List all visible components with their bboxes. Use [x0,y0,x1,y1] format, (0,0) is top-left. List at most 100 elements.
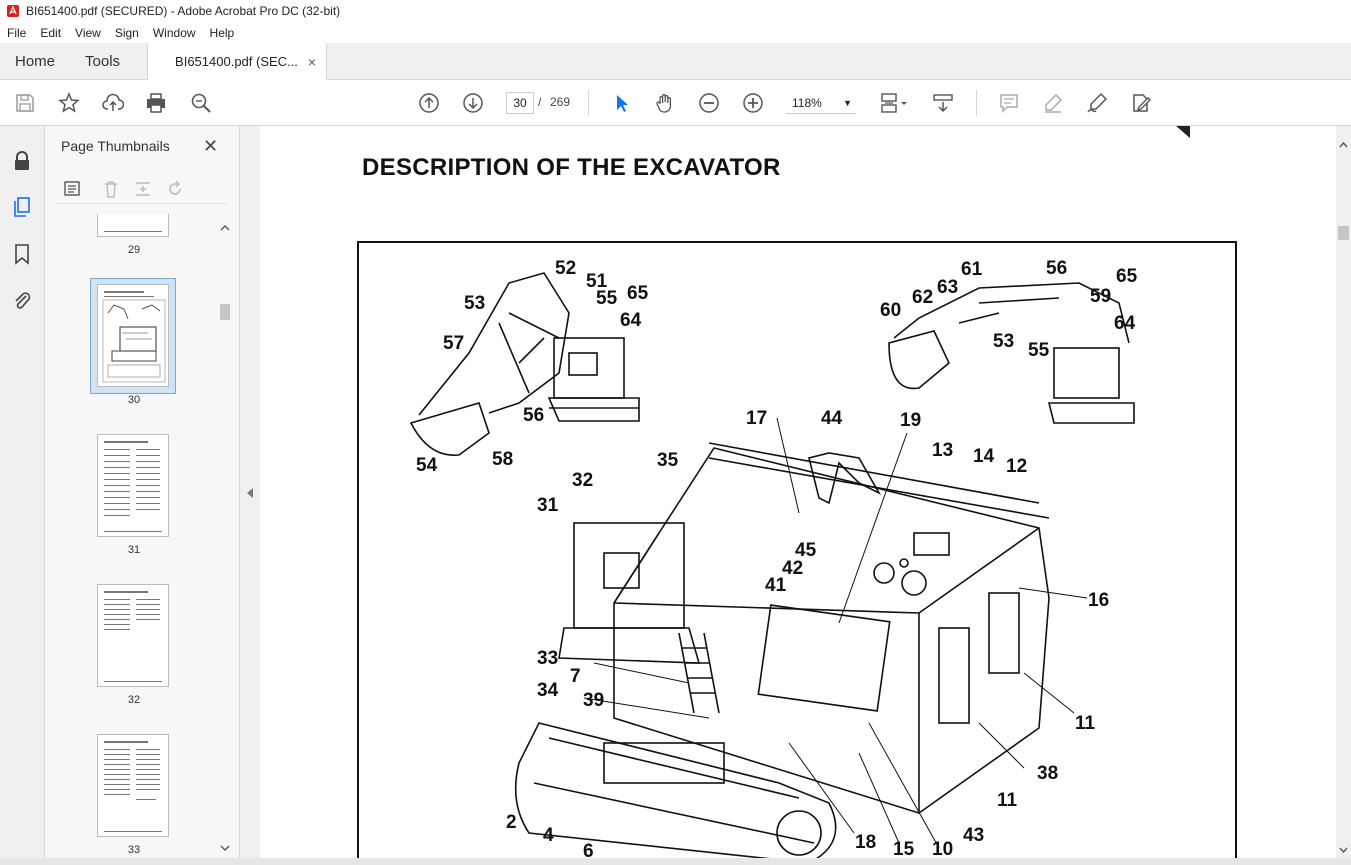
bottom-edge [0,858,1351,865]
callout-label: 4 [543,825,554,846]
sign-icon[interactable] [1084,90,1110,116]
callout-label: 59 [1090,286,1112,307]
print-icon[interactable] [143,90,169,116]
close-panel-icon[interactable]: ✕ [203,136,219,156]
select-cursor-icon[interactable] [608,90,634,116]
highlight-icon[interactable] [1040,90,1066,116]
callout-label: 6 [583,841,594,862]
scroll-mode-icon[interactable] [930,90,956,116]
callout-label: 56 [1046,258,1068,279]
callout-label: 45 [795,540,817,561]
toolbar: 30 / 269 118% ▼ [0,80,1351,126]
excavator-figure: 52 51 55 65 53 64 57 56 54 58 61 56 65 6… [357,241,1237,865]
document-scrollbar[interactable] [1336,126,1351,865]
callout-label: 11 [1075,713,1096,734]
page-layout-icon[interactable] [876,90,912,116]
left-rail [0,126,45,865]
page-up-icon[interactable] [416,90,442,116]
callout-label: 53 [993,331,1015,352]
callout-label: 55 [596,288,618,309]
callout-label: 31 [537,495,559,516]
menu-edit[interactable]: Edit [40,25,62,40]
menu-file[interactable]: File [7,25,27,40]
hand-icon[interactable] [652,90,678,116]
callout-label: 12 [1006,456,1028,477]
callout-label: 35 [657,450,679,471]
attachment-icon[interactable] [11,289,33,311]
callout-label: 64 [1114,313,1136,334]
callout-label: 14 [973,446,995,467]
chevron-down-icon: ▼ [843,97,852,108]
menu-sign[interactable]: Sign [114,25,139,40]
menu-window[interactable]: Window [152,25,196,40]
upload-icon[interactable] [100,90,126,116]
title-bar: BI651400.pdf (SECURED) - Adobe Acrobat P… [0,0,1351,22]
panel-toolbar [57,174,227,204]
tab-tools[interactable]: Tools [85,52,121,70]
callout-label: 43 [963,825,985,846]
thumbnail-label: 31 [127,544,141,556]
thumbnail-label: 32 [127,694,141,706]
callout-label: 15 [893,839,915,860]
thumbnail-label: 33 [127,844,141,854]
callout-label: 13 [932,440,954,461]
acrobat-icon [7,5,19,17]
edit-pdf-icon[interactable] [1128,90,1154,116]
zoom-out-icon[interactable] [696,90,722,116]
page-heading: DESCRIPTION OF THE EXCAVATOR [362,154,781,181]
star-icon[interactable] [56,90,82,116]
thumbnail-label: 30 [127,394,141,406]
callout-label: 62 [912,287,934,308]
tab-home[interactable]: Home [15,52,56,70]
page-thumbnail[interactable] [97,584,169,687]
close-tab-icon[interactable]: × [307,53,317,70]
save-icon[interactable] [12,90,38,116]
callout-label: 41 [765,575,787,596]
menu-help[interactable]: Help [209,25,235,40]
window-title: BI651400.pdf (SECURED) - Adobe Acrobat P… [26,4,341,18]
callout-label: 34 [537,680,559,701]
callout-label: 19 [900,410,922,431]
callout-label: 56 [523,405,545,426]
callout-label: 52 [555,258,577,279]
delete-page-icon[interactable] [101,179,121,199]
tab-document[interactable]: BI651400.pdf (SEC... × [147,43,328,80]
panel-collapse-handle[interactable] [240,126,260,865]
callout-label: 60 [880,300,902,321]
panel-scrollbar[interactable] [218,220,232,855]
comment-icon[interactable] [996,90,1022,116]
callout-label: 65 [627,283,649,304]
search-icon[interactable] [188,90,214,116]
page-thumbnail-selected[interactable] [97,284,169,387]
toolbar-divider [588,90,589,116]
page-separator: / [538,95,542,109]
callout-label: 64 [620,310,642,331]
page-thumbnail[interactable] [97,214,169,237]
zoom-in-icon[interactable] [740,90,766,116]
callout-label: 57 [443,333,465,354]
bookmark-icon[interactable] [11,243,33,265]
panel-title: Page Thumbnails [61,138,170,154]
thumbnail-options-icon[interactable] [57,179,89,199]
rotate-page-icon[interactable] [165,179,185,199]
callout-label: 63 [937,277,959,298]
callout-label: 39 [583,690,605,711]
callout-label: 54 [416,455,438,476]
lock-icon[interactable] [11,150,33,172]
callout-label: 17 [746,408,768,429]
excavator-thumbnail-image [102,299,166,383]
excavator-drawing [409,272,1135,864]
insert-page-icon[interactable] [133,179,153,199]
page-thumbnails-icon[interactable] [11,196,33,218]
page-number-input[interactable]: 30 [506,92,534,114]
callout-label: 32 [572,470,594,491]
page-thumbnail[interactable] [97,734,169,837]
document-view[interactable]: DESCRIPTION OF THE EXCAVATOR [260,126,1336,865]
callout-label: 7 [570,666,581,687]
page-thumbnail[interactable] [97,434,169,537]
page-total: 269 [550,95,571,109]
page-corner-marker [1176,126,1190,138]
page-down-icon[interactable] [460,90,486,116]
zoom-select[interactable]: 118% ▼ [786,92,856,114]
menu-view[interactable]: View [75,25,101,40]
